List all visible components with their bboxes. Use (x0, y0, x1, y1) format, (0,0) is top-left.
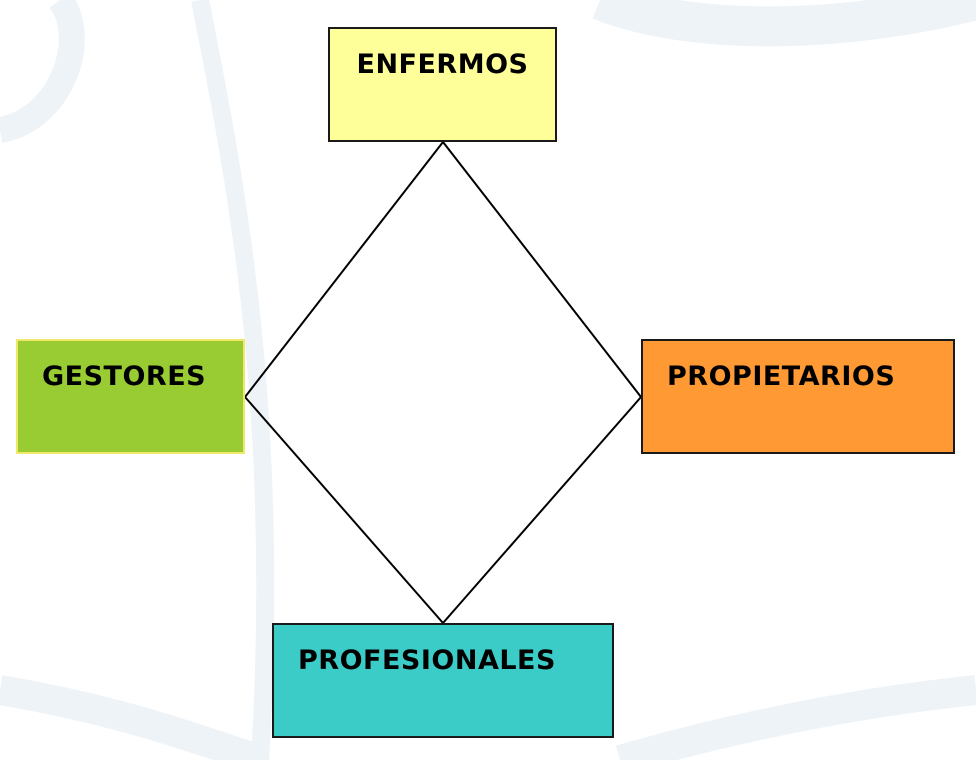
node-propietarios: PROPIETARIOS (641, 339, 955, 454)
edge-right-bottom (442, 396, 642, 624)
node-profesionales: PROFESIONALES (272, 623, 614, 738)
node-gestores-label: GESTORES (42, 361, 207, 392)
node-enfermos: ENFERMOS (328, 27, 557, 142)
node-propietarios-label: PROPIETARIOS (667, 361, 896, 392)
edge-top-right (442, 141, 642, 398)
node-gestores: GESTORES (16, 339, 245, 454)
node-enfermos-label: ENFERMOS (356, 49, 529, 80)
node-profesionales-label: PROFESIONALES (298, 645, 556, 676)
edge-bottom-left (244, 396, 444, 624)
edge-left-top (244, 141, 444, 398)
